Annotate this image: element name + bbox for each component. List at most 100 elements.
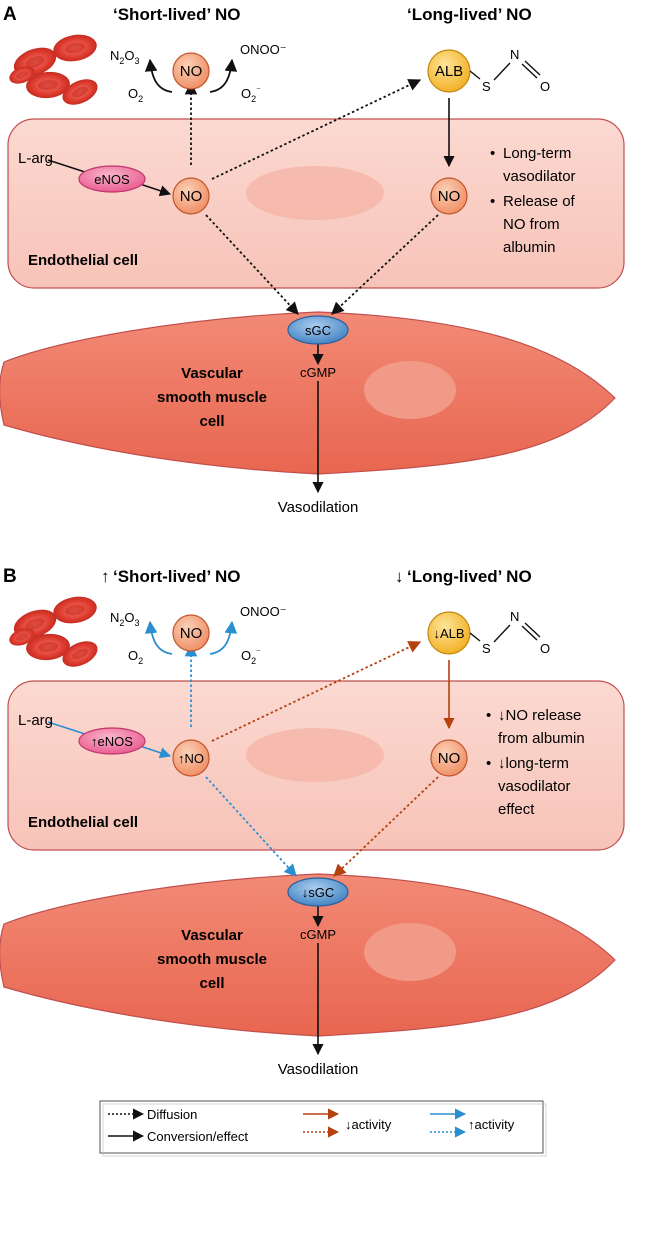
enos-b — [78, 727, 146, 755]
panel-a-long-lived-title: ‘Long-lived’ NO — [407, 5, 532, 24]
panel-b-short-up-arrow: ↑ — [101, 567, 110, 586]
no-circulating-b — [172, 614, 210, 652]
bullet-b-3: ↓long-term — [498, 755, 569, 772]
legend-diffusion-label: Diffusion — [147, 1107, 197, 1122]
larg-b: L-arg — [18, 712, 53, 729]
albumin-b-label: ↓ALB — [433, 626, 464, 641]
s-atom-a: S — [482, 79, 491, 94]
arrow-a-enos-to-no — [139, 183, 172, 197]
onoo-a: ONOO⁻ — [240, 42, 287, 57]
vsmc-b-line-3: cell — [199, 975, 224, 992]
n-o-bond-a-1 — [521, 63, 538, 79]
n-o-bond-b-1 — [521, 625, 538, 641]
legend-increase-label: ↑activity — [468, 1117, 515, 1132]
bullet-dot-b-2: • — [486, 755, 491, 772]
sgc-a-label: sGC — [305, 323, 331, 338]
vsmc-a-line-1: Vascular — [181, 365, 243, 382]
o2minus-b: O2⁻ — [241, 647, 261, 666]
smooth-muscle-nucleus-a — [364, 361, 456, 419]
arrow-a-n2o3-curve — [144, 58, 173, 93]
arrow-a-onoo-curve — [209, 58, 238, 93]
arrow-b-no-to-sgc — [205, 776, 297, 877]
no-endothelial-a — [172, 177, 210, 215]
bullet-b-5: effect — [498, 801, 535, 818]
panel-b-long-lived-title: ‘Long-lived’ NO — [407, 567, 532, 586]
sgc-a — [287, 315, 349, 345]
no-circulating-a — [172, 52, 210, 90]
no-endothelial-a-label: NO — [180, 188, 203, 205]
legend-conversion-label: Conversion/effect — [147, 1129, 248, 1144]
smooth-muscle-cell-b — [0, 873, 616, 1037]
bullets-b: • ↓NO release from albumin • ↓long-term … — [486, 707, 585, 818]
red-blood-cells-icon-b — [6, 586, 104, 673]
enos-a — [78, 165, 146, 193]
endothelial-nucleus-b — [246, 728, 384, 782]
bullet-a-2: vasodilator — [503, 168, 576, 185]
no-endothelial-b — [172, 739, 210, 777]
enos-b-label: ↑eNOS — [91, 734, 133, 749]
vsmc-b-line-1: Vascular — [181, 927, 243, 944]
panel-b: B ↑ ‘Short-lived’ NO ↓ ‘Long-lived’ NO N… — [0, 566, 625, 1078]
no-from-albumin-a — [430, 177, 468, 215]
panel-b-long-down-arrow: ↓ — [395, 567, 404, 586]
panel-b-short-lived-title: ‘Short-lived’ NO — [113, 567, 241, 586]
vsmc-b-line-2: smooth muscle — [157, 951, 267, 968]
alb-s-bond-a — [469, 70, 481, 80]
albumin-a-label: ALB — [435, 63, 463, 80]
enos-a-label: eNOS — [94, 172, 130, 187]
no-from-albumin-a-label: NO — [438, 188, 461, 205]
panel-a-letter: A — [3, 4, 17, 25]
sgc-b — [287, 877, 349, 907]
endothelial-nucleus-a — [246, 166, 384, 220]
line-b-larg-enos — [47, 721, 86, 735]
no-circulating-b-label: NO — [180, 625, 203, 642]
n-o-bond-b-2 — [524, 622, 541, 638]
legend: Diffusion Conversion/effect ↓activity ↑a… — [99, 1100, 547, 1157]
bullet-a-3: Release of — [503, 193, 576, 210]
bullet-dot-a-1: • — [490, 145, 495, 162]
bullet-dot-a-2: • — [490, 193, 495, 210]
bullet-b-2: from albumin — [498, 730, 585, 747]
larg-a: L-arg — [18, 150, 53, 167]
o-atom-b: O — [540, 641, 550, 656]
endothelial-label-a: Endothelial cell — [28, 252, 138, 269]
cgmp-b: cGMP — [300, 927, 336, 942]
no-endothelial-b-label: ↑NO — [178, 751, 204, 766]
o2-a: O2 — [128, 86, 143, 104]
no-from-albumin-b — [430, 739, 468, 777]
line-a-larg-enos — [47, 159, 86, 173]
bullet-a-4: NO from — [503, 216, 560, 233]
panel-a-short-lived-title: ‘Short-lived’ NO — [113, 5, 241, 24]
s-n-bond-b — [493, 624, 511, 643]
panel-a: A ‘Short-lived’ NO ‘Long-lived’ NO — [0, 4, 625, 516]
cgmp-a: cGMP — [300, 365, 336, 380]
red-blood-cells-icon — [6, 24, 104, 111]
smooth-muscle-nucleus-b — [364, 923, 456, 981]
arrow-b-n2o3-curve — [144, 620, 173, 655]
vasodilation-b: Vasodilation — [278, 1061, 359, 1078]
n2o3-a: N2O3 — [110, 48, 140, 66]
panel-b-letter: B — [3, 566, 17, 587]
legend-shadow — [102, 1103, 547, 1157]
arrow-b-no-to-alb — [211, 641, 422, 742]
arrow-b-alb-no-to-sgc — [333, 776, 439, 877]
n-atom-b: N — [510, 609, 519, 624]
smooth-muscle-cell-a — [0, 311, 616, 475]
onoo-b: ONOO⁻ — [240, 604, 287, 619]
alb-s-bond-b — [469, 632, 481, 642]
no-from-albumin-b-label: NO — [438, 750, 461, 767]
s-atom-b: S — [482, 641, 491, 656]
bullet-a-1: Long-term — [503, 145, 571, 162]
n-atom-a: N — [510, 47, 519, 62]
bullet-b-1: ↓NO release — [498, 707, 581, 724]
arrow-b-onoo-curve — [209, 620, 238, 655]
arrow-a-alb-no-to-sgc — [331, 214, 439, 315]
vasodilation-a: Vasodilation — [278, 499, 359, 516]
endothelial-label-b: Endothelial cell — [28, 814, 138, 831]
no-circulating-a-label: NO — [180, 63, 203, 80]
legend-decrease-label: ↓activity — [345, 1117, 392, 1132]
bullet-a-5: albumin — [503, 239, 556, 256]
o-atom-a: O — [540, 79, 550, 94]
o2minus-a: O2⁻ — [241, 85, 261, 104]
